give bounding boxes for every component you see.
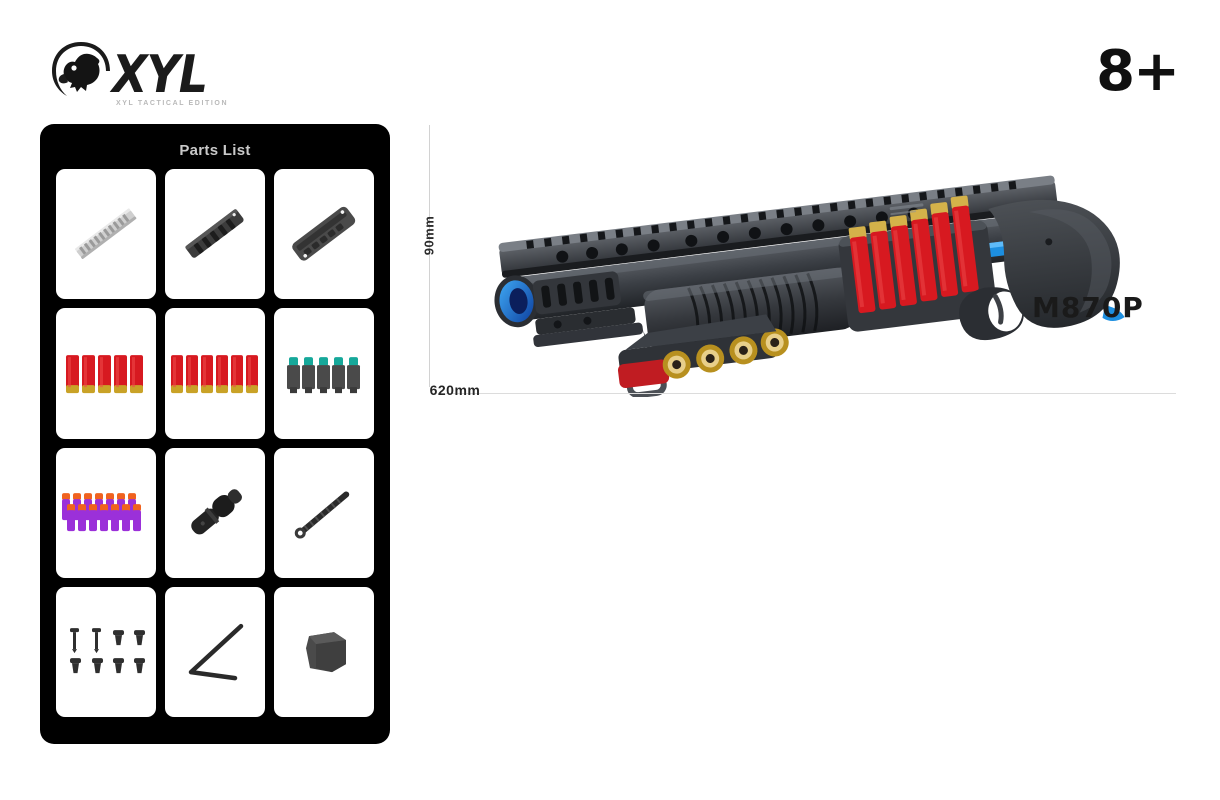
age-rating-badge: 8+: [1096, 39, 1180, 104]
parts-cell-red-shells-set-a: [56, 308, 156, 439]
parts-cell-picatinny-rail-silver: [56, 169, 156, 300]
parts-cell-vertical-foregrip: [165, 447, 265, 578]
parts-cell-picatinny-rail-black: [165, 169, 265, 300]
parts-list-panel: Parts List: [40, 124, 390, 744]
parts-cell-cleaning-rod: [274, 447, 374, 578]
length-dimension-line: [446, 393, 1176, 394]
parts-cell-end-cap-knob: [274, 586, 374, 717]
parts-list-title: Parts List: [179, 142, 251, 159]
ram-head-logo-icon: [50, 40, 112, 102]
parts-cell-hex-allen-wrench: [165, 586, 265, 717]
parts-cell-soft-darts-purple: [56, 447, 156, 578]
parts-cell-rail-cover-panel: [274, 169, 374, 300]
height-dimension-line: [429, 125, 430, 387]
product-illustration-m870p: [440, 112, 1200, 397]
brand-tagline: XYL TACTICAL EDITION: [116, 100, 229, 107]
parts-list-grid: [56, 169, 374, 717]
product-model-label: M870P: [1032, 291, 1144, 324]
height-dimension-label: 90mm: [421, 215, 437, 256]
parts-cell-teal-tip-shells: [274, 308, 374, 439]
length-dimension-label: 620mm: [429, 382, 481, 398]
brand-wordmark: XYL: [112, 44, 208, 105]
parts-cell-red-shells-set-b: [165, 308, 265, 439]
parts-cell-screw-set: [56, 586, 156, 717]
brand-logo: XYL XYL TACTICAL EDITION: [50, 38, 280, 113]
